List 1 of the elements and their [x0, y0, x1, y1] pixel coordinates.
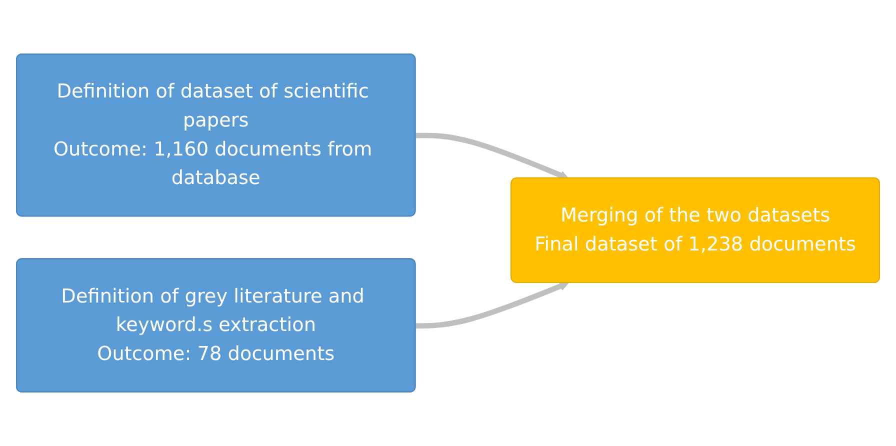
arrow: [416, 282, 569, 329]
